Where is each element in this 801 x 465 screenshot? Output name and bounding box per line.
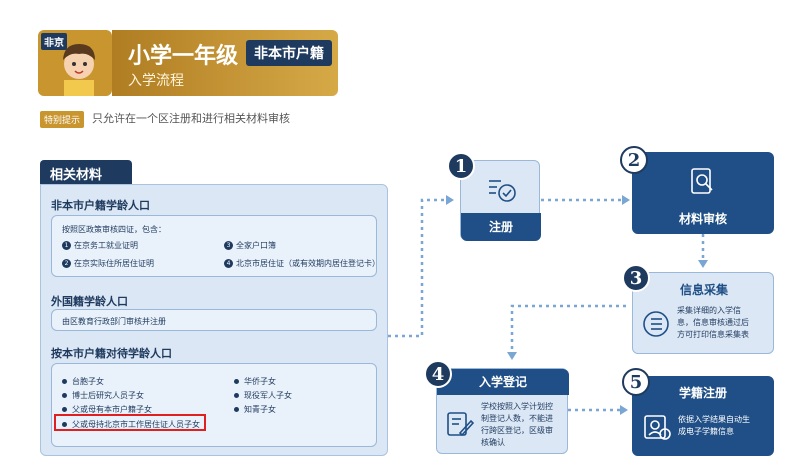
- step-5-desc: 依据入学结果自动生成电子学籍信息: [678, 415, 750, 436]
- section2-box: 由区教育行政部门审核并注册: [51, 309, 377, 331]
- step-1-label: 注册: [461, 213, 541, 241]
- list-item: 博士后研究人员子女: [62, 390, 144, 401]
- step-3-number: 3: [622, 264, 650, 292]
- step-2-card: 材料审核: [632, 152, 774, 234]
- list-item: 台胞子女: [62, 376, 104, 387]
- step-2-label: 材料审核: [678, 212, 727, 226]
- step-5-label: 学籍注册: [678, 386, 727, 400]
- materials-title: 相关材料: [40, 160, 132, 184]
- step-4-desc: 学校按照入学计划控制登记人数，不能进行跨区登记，区级审核确认: [481, 402, 553, 447]
- page-subtitle: 入学流程: [128, 73, 184, 89]
- notice-text: 只允许在一个区注册和进行相关材料审核: [92, 112, 290, 125]
- list-item: 父或母持北京市工作居住证人员子女: [62, 419, 200, 430]
- section-title: 按本市户籍对待学龄人口: [51, 347, 172, 360]
- list-item: 现役军人子女: [234, 390, 292, 401]
- notice-badge: 特别提示: [40, 111, 85, 128]
- step-2-number: 2: [620, 146, 648, 174]
- section-title: 非本市户籍学龄人口: [51, 199, 150, 212]
- document-search-icon: [691, 168, 713, 194]
- list-icon: [643, 311, 669, 337]
- list-item: 父或母有本市户籍子女: [62, 404, 152, 415]
- title-banner: 小学一年级 非本市户籍 入学流程: [112, 30, 338, 96]
- section1-intro: 按照区政策审核四证，包含：: [62, 225, 166, 234]
- step-5-number: 5: [622, 368, 650, 396]
- section2-text: 由区教育行政部门审核并注册: [62, 317, 166, 326]
- step-4-card: 入学登记 学校按照入学计划控制登记人数，不能进行跨区登记，区级审核确认: [436, 368, 569, 454]
- highlight-box: [54, 414, 206, 431]
- title-tag: 非本市户籍: [246, 40, 332, 66]
- step-1-number: 1: [447, 152, 475, 180]
- student-card-icon: [644, 415, 671, 440]
- section-title: 外国籍学龄人口: [51, 295, 128, 308]
- step-3-desc: 采集详细的入学信息，信息审核通过后方可打印信息采集表: [677, 306, 749, 339]
- avatar-tag: 非京: [41, 33, 67, 50]
- form-edit-icon: [447, 412, 475, 437]
- step-3-card: 信息采集 采集详细的入学信息，信息审核通过后方可打印信息采集表: [632, 272, 774, 354]
- avatar: 非京: [38, 30, 112, 96]
- boy-avatar-icon: [63, 44, 95, 96]
- list-item: 知青子女: [234, 404, 276, 415]
- step-1-card: 注册: [460, 160, 541, 241]
- step-3-label: 信息采集: [679, 283, 728, 297]
- checklist-icon: [489, 180, 516, 202]
- step-5-card: 学籍注册 依据入学结果自动生成电子学籍信息: [632, 376, 774, 456]
- step-4-label: 入学登记: [437, 369, 569, 395]
- page-title: 小学一年级: [128, 44, 239, 69]
- step-4-number: 4: [424, 360, 452, 388]
- section3-box: 台胞子女 博士后研究人员子女 父或母有本市户籍子女 父或母持北京市工作居住证人员…: [51, 363, 377, 447]
- list-item: 华侨子女: [234, 376, 276, 387]
